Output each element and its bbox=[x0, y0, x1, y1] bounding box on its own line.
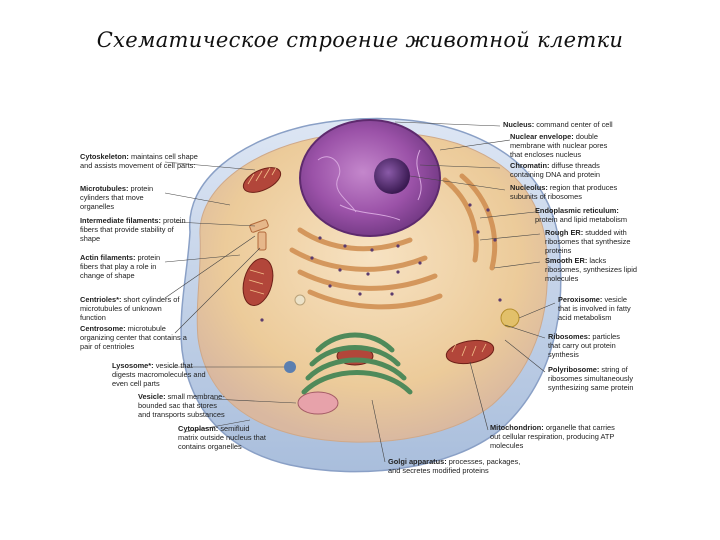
leader-lines bbox=[164, 121, 556, 463]
label-mitochondrion: Mitochondrion: organelle that carries ou… bbox=[490, 423, 615, 450]
mitochondria bbox=[242, 167, 495, 366]
label-lysosome: Lysosome*: vesicle that digests macromol… bbox=[112, 361, 206, 388]
label-actin-filaments: Actin filaments: protein fibers that pla… bbox=[80, 253, 161, 280]
label-vesicle: Vesicle: small membrane-bounded sac that… bbox=[138, 392, 225, 419]
label-polyribosome: Polyribosome: string of ribosomes simult… bbox=[548, 365, 634, 392]
label-smooth-er: Smooth ER: lacks ribosomes, synthesizes … bbox=[545, 256, 638, 283]
centrioles bbox=[249, 219, 269, 251]
label-nucleolus: Nucleolus: region that produces subunits… bbox=[510, 183, 618, 201]
label-cytoskeleton: Cytoskeleton: maintains cell shape and a… bbox=[80, 152, 198, 170]
label-ribosomes: Ribosomes: particles that carry out prot… bbox=[548, 332, 620, 359]
nucleolus bbox=[374, 158, 410, 194]
label-nucleus: Nucleus: command center of cell bbox=[503, 120, 613, 129]
golgi-apparatus bbox=[301, 332, 413, 395]
label-cytoplasm: Cytoplasm: semifluid matrix outside nucl… bbox=[178, 424, 266, 451]
nucleus bbox=[299, 119, 441, 237]
mitochondria-cristae bbox=[247, 167, 487, 357]
vesicles bbox=[284, 294, 520, 415]
label-rough-er: Rough ER: studded with ribosomes that sy… bbox=[545, 228, 631, 255]
rough-er bbox=[289, 173, 498, 310]
label-peroxisome: Peroxisome: vesicle that is involved in … bbox=[558, 295, 631, 322]
label-chromatin: Chromatin: diffuse threads containing DN… bbox=[510, 161, 600, 179]
label-intermediate-filaments: Intermediate filaments: protein fibers t… bbox=[80, 216, 186, 243]
label-golgi-apparatus: Golgi apparatus: processes, packages, an… bbox=[388, 457, 521, 475]
diagram-title: Схематическое строение животной клетки bbox=[96, 28, 624, 52]
label-centrioles: Centrioles*: short cylinders of microtub… bbox=[80, 295, 180, 322]
label-centrosome: Centrosome: microtubule organizing cente… bbox=[80, 324, 187, 351]
label-nuclear-envelope: Nuclear envelope: double membrane with n… bbox=[510, 132, 608, 159]
label-microtubules: Microtubules: protein cylinders that mov… bbox=[80, 184, 154, 211]
label-endoplasmic-reticulum: Endoplasmic reticulum: protein and lipid… bbox=[535, 206, 628, 224]
